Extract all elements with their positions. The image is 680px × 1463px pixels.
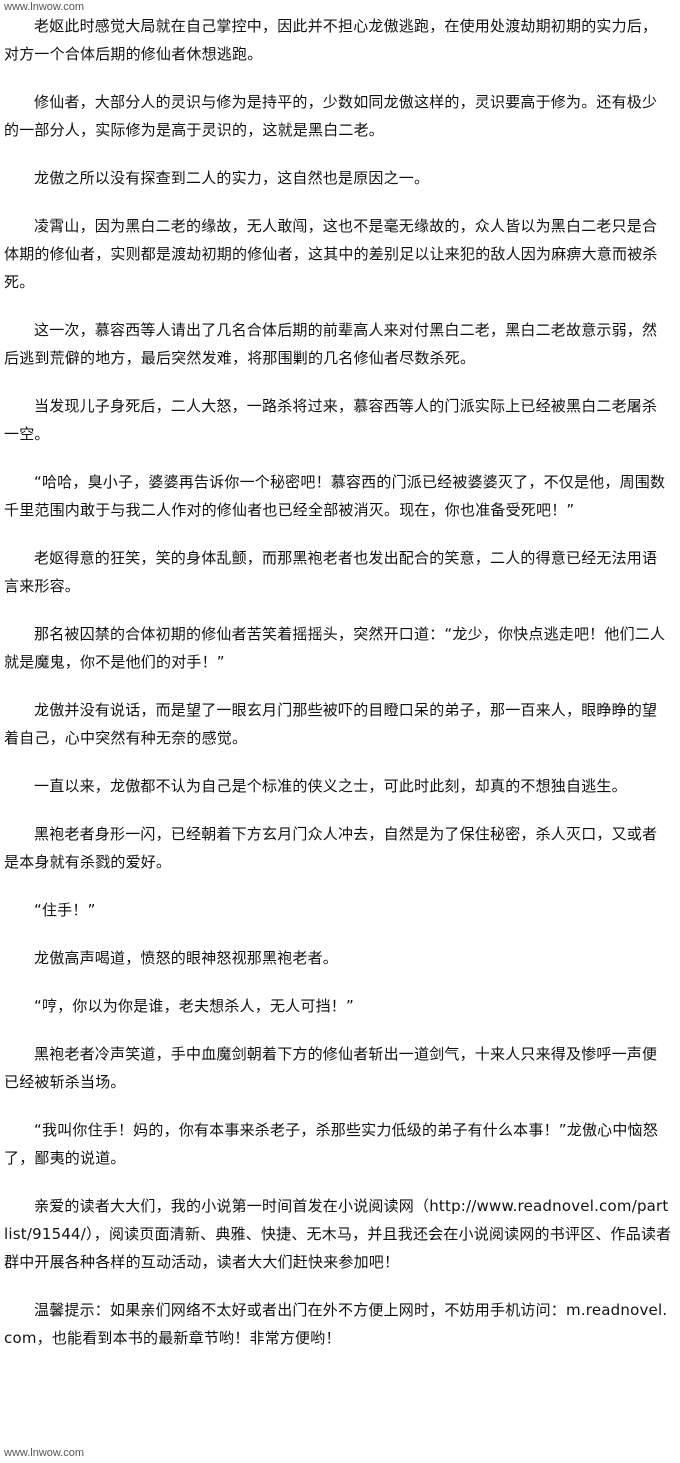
watermark-top: www.lnwow.com: [4, 1, 85, 13]
paragraph-9: 那名被囚禁的合体初期的修仙者苦笑着摇摇头，突然开口道：“龙少，你快点逃走吧！他们…: [4, 625, 666, 671]
paragraph-18: 亲爱的读者大大们，我的小说第一时间首发在小说阅读网（http://www.rea…: [4, 1197, 672, 1271]
chapter-body: 老妪此时感觉大局就在自己掌控中，因此并不担心龙傲逃跑，在使用处渡劫期初期的实力后…: [4, 12, 672, 1372]
paragraph-3: 龙傲之所以没有探查到二人的实力，这自然也是原因之一。: [34, 169, 430, 187]
watermark-bottom: www.lnwow.com: [4, 1447, 85, 1459]
paragraph-14: 龙傲高声喝道，愤怒的眼神怒视那黑袍老者。: [34, 949, 339, 967]
paragraph-7: “哈哈，臭小子，婆婆再告诉你一个秘密吧！慕容西的门派已经被婆婆灭了，不仅是他，周…: [4, 473, 666, 519]
paragraph-11: 一直以来，龙傲都不认为自己是个标准的侠义之士，可此时此刻，却真的不想独自逃生。: [34, 777, 627, 795]
paragraph-4: 凌霄山，因为黑白二老的缘故，无人敢闯，这也不是毫无缘故的，众人皆以为黑白二老只是…: [4, 217, 658, 291]
paragraph-1: 老妪此时感觉大局就在自己掌控中，因此并不担心龙傲逃跑，在使用处渡劫期初期的实力后…: [4, 17, 658, 63]
paragraph-19: 温馨提示：如果亲们网络不太好或者出门在外不方便上网时，不妨用手机访问：m.rea…: [4, 1301, 668, 1347]
paragraph-6: 当发现儿子身死后，二人大怒，一路杀将过来，慕容西等人的门派实际上已经被黑白二老屠…: [4, 397, 658, 443]
paragraph-13: “住手！”: [34, 901, 96, 919]
paragraph-17: “我叫你住手！妈的，你有本事来杀老子，杀那些实力低级的弟子有什么本事！”龙傲心中…: [4, 1121, 658, 1167]
paragraph-10: 龙傲并没有说话，而是望了一眼玄月门那些被吓的目瞪口呆的弟子，那一百来人，眼睁睁的…: [4, 701, 658, 747]
paragraph-12: 黑袍老者身形一闪，已经朝着下方玄月门众人冲去，自然是为了保住秘密，杀人灭口，又或…: [4, 825, 658, 871]
paragraph-8: 老妪得意的狂笑，笑的身体乱颤，而那黑袍老者也发出配合的笑意，二人的得意已经无法用…: [4, 549, 658, 595]
paragraph-15: “哼，你以为你是谁，老夫想杀人，无人可挡！”: [34, 997, 354, 1015]
paragraph-2: 修仙者，大部分人的灵识与修为是持平的，少数如同龙傲这样的，灵识要高于修为。还有极…: [4, 93, 658, 139]
paragraph-16: 黑袍老者冷声笑道，手中血魔剑朝着下方的修仙者斩出一道剑气，十来人只来得及惨呼一声…: [4, 1045, 658, 1091]
paragraph-5: 这一次，慕容西等人请出了几名合体后期的前辈高人来对付黑白二老，黑白二老故意示弱，…: [4, 321, 658, 367]
